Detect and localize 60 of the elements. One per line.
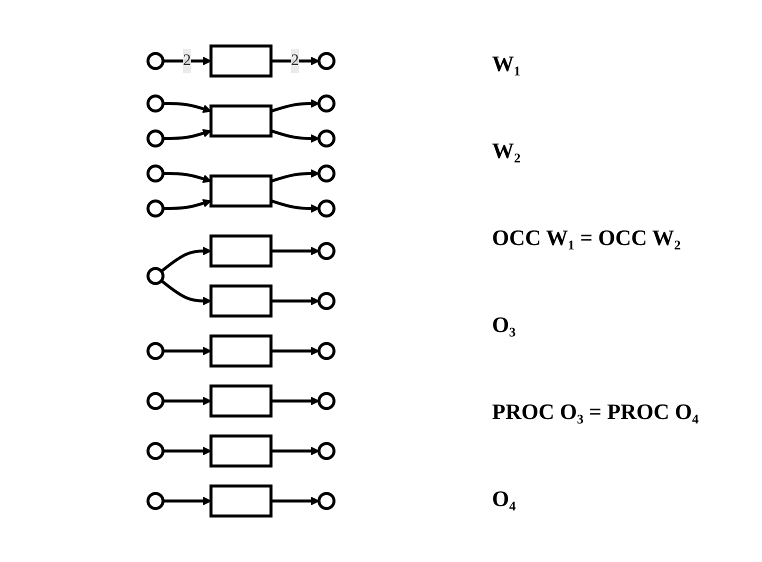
arrow: [160, 279, 212, 306]
arrow: [270, 199, 320, 213]
arrow: [271, 346, 320, 356]
arrow: [271, 396, 320, 406]
node-circle: [146, 200, 164, 218]
node-circle: [146, 442, 164, 460]
arrow: [163, 56, 212, 66]
arrow: [163, 102, 212, 114]
arrow: [270, 169, 320, 183]
node-circle: [318, 164, 336, 182]
arrow: [163, 198, 212, 210]
arrow: [160, 246, 212, 273]
node-circle: [318, 342, 336, 360]
arrow: [163, 496, 212, 506]
node-circle: [146, 492, 164, 510]
arrow: [271, 496, 320, 506]
net-label: OCC W₁ = OCC W₂: [492, 224, 682, 250]
arrow: [163, 128, 212, 140]
node-box: [210, 334, 272, 368]
arrow: [163, 396, 212, 406]
arrow: [270, 129, 320, 143]
node-box: [210, 384, 272, 418]
node-box: [210, 284, 272, 318]
node-circle: [318, 442, 336, 460]
arrow: [270, 99, 320, 113]
node-box: [210, 484, 272, 518]
node-circle: [146, 342, 164, 360]
edge-label: 2: [183, 52, 191, 69]
node-circle: [146, 164, 164, 182]
arrow: [271, 246, 320, 256]
node-box: [210, 434, 272, 468]
arrow: [271, 446, 320, 456]
net-label: PROC O₃ = PROC O₄: [492, 398, 700, 424]
node-circle: [146, 392, 164, 410]
node-box: [210, 174, 272, 208]
arrow: [163, 446, 212, 456]
arrow: [271, 56, 320, 66]
arrow: [163, 346, 212, 356]
node-box: [210, 44, 272, 78]
node-circle: [318, 242, 336, 260]
node-circle: [318, 130, 336, 148]
net-label: O₄: [492, 486, 517, 512]
node-circle: [318, 200, 336, 218]
net-label: W₁: [492, 50, 522, 76]
arrow: [271, 296, 320, 306]
net-label: W₂: [492, 138, 522, 164]
arrow: [163, 172, 212, 184]
node-circle: [318, 392, 336, 410]
node-circle: [318, 292, 336, 310]
node-circle: [146, 267, 164, 285]
net-label: O₃: [492, 312, 517, 338]
node-circle: [146, 130, 164, 148]
node-circle: [318, 492, 336, 510]
node-box: [210, 234, 272, 268]
node-box: [210, 104, 272, 138]
node-circle: [318, 52, 336, 70]
node-circle: [146, 52, 164, 70]
edge-label: 2: [291, 52, 299, 69]
node-circle: [146, 94, 164, 112]
node-circle: [318, 94, 336, 112]
